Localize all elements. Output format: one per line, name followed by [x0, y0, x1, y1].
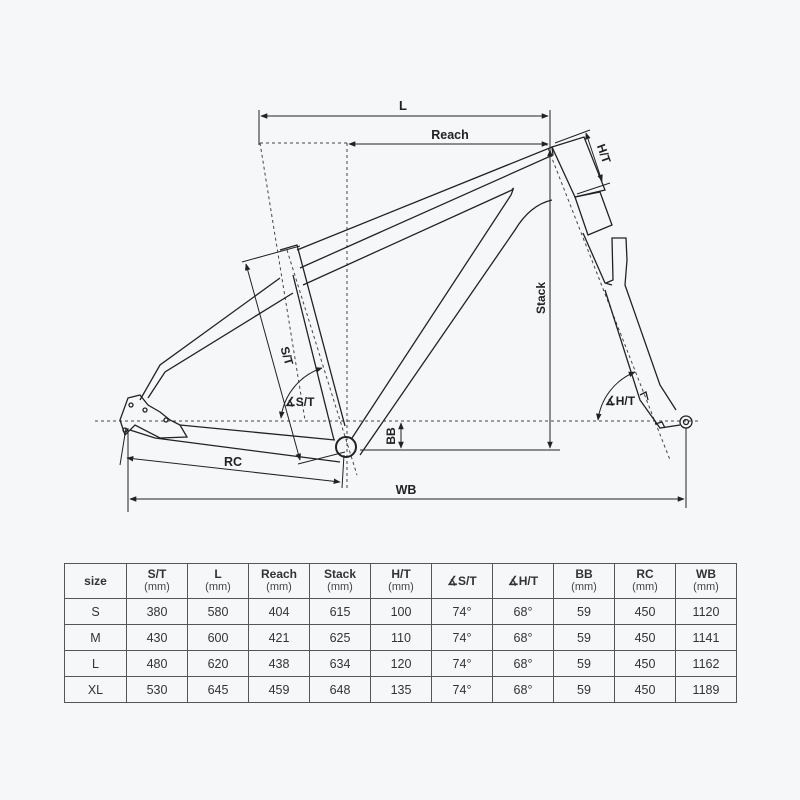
col-header-st-angle: ∡S/T	[431, 563, 493, 599]
cell: 645	[187, 676, 249, 703]
label-stack: Stack	[534, 282, 548, 314]
label-reach: Reach	[431, 128, 469, 142]
col-header-bb: BB(mm)	[553, 563, 615, 599]
cell: 110	[370, 624, 432, 651]
cell: 530	[126, 676, 188, 703]
cell: 580	[187, 598, 249, 625]
label-st: S/T	[278, 345, 297, 367]
table-row: L 480 620 438 634 120 74° 68° 59 450 116…	[64, 650, 737, 677]
table-row: XL 530 645 459 648 135 74° 68° 59 450 11…	[64, 676, 737, 703]
col-header-ht: H/T(mm)	[370, 563, 432, 599]
cell: 615	[309, 598, 371, 625]
col-header-stack: Stack(mm)	[309, 563, 371, 599]
geometry-table: size S/T(mm) L(mm) Reach(mm) Stack(mm) H…	[64, 563, 737, 703]
cell: 430	[126, 624, 188, 651]
cell: 68°	[492, 676, 554, 703]
cell: 68°	[492, 650, 554, 677]
cell: 1141	[675, 624, 737, 651]
cell: 68°	[492, 624, 554, 651]
label-wb: WB	[396, 483, 417, 497]
cell: 438	[248, 650, 310, 677]
label-bb: BB	[384, 427, 398, 445]
label-st-angle: ∡S/T	[285, 395, 315, 409]
table-header-row: size S/T(mm) L(mm) Reach(mm) Stack(mm) H…	[64, 563, 737, 599]
col-header-l: L(mm)	[187, 563, 249, 599]
cell: 380	[126, 598, 188, 625]
label-ht: H/T	[594, 142, 614, 166]
bike-frame	[119, 136, 693, 463]
cell: 480	[126, 650, 188, 677]
cell: 421	[248, 624, 310, 651]
dimension-lines	[119, 110, 687, 512]
bike-geometry-diagram: L Reach H/T Stack S/T ∡S/T ∡H/T BB RC WB	[95, 98, 700, 512]
col-header-st: S/T(mm)	[126, 563, 188, 599]
cell: 59	[553, 650, 615, 677]
col-header-wb: WB(mm)	[675, 563, 737, 599]
cell: 450	[614, 598, 676, 625]
cell-size: S	[64, 598, 127, 625]
cell: 59	[553, 624, 615, 651]
cell: 648	[309, 676, 371, 703]
cell: 459	[248, 676, 310, 703]
cell: 1162	[675, 650, 737, 677]
cell: 620	[187, 650, 249, 677]
cell: 450	[614, 650, 676, 677]
cell: 135	[370, 676, 432, 703]
cell: 68°	[492, 598, 554, 625]
cell: 74°	[431, 676, 493, 703]
cell: 74°	[431, 650, 493, 677]
col-header-rc: RC(mm)	[614, 563, 676, 599]
cell-size: XL	[64, 676, 127, 703]
col-header-ht-angle: ∡H/T	[492, 563, 554, 599]
cell: 74°	[431, 624, 493, 651]
cell: 634	[309, 650, 371, 677]
table-row: S 380 580 404 615 100 74° 68° 59 450 112…	[64, 598, 737, 625]
cell: 404	[248, 598, 310, 625]
cell: 74°	[431, 598, 493, 625]
cell-size: M	[64, 624, 127, 651]
label-l: L	[399, 98, 407, 113]
label-ht-angle: ∡H/T	[605, 394, 636, 408]
cell: 1189	[675, 676, 737, 703]
label-rc: RC	[224, 455, 242, 469]
cell-size: L	[64, 650, 127, 677]
col-header-reach: Reach(mm)	[248, 563, 310, 599]
col-header-size: size	[64, 563, 127, 599]
cell: 450	[614, 676, 676, 703]
cell: 59	[553, 598, 615, 625]
cell: 120	[370, 650, 432, 677]
cell: 625	[309, 624, 371, 651]
cell: 600	[187, 624, 249, 651]
cell: 1120	[675, 598, 737, 625]
table-row: M 430 600 421 625 110 74° 68° 59 450 114…	[64, 624, 737, 651]
cell: 100	[370, 598, 432, 625]
cell: 450	[614, 624, 676, 651]
cell: 59	[553, 676, 615, 703]
